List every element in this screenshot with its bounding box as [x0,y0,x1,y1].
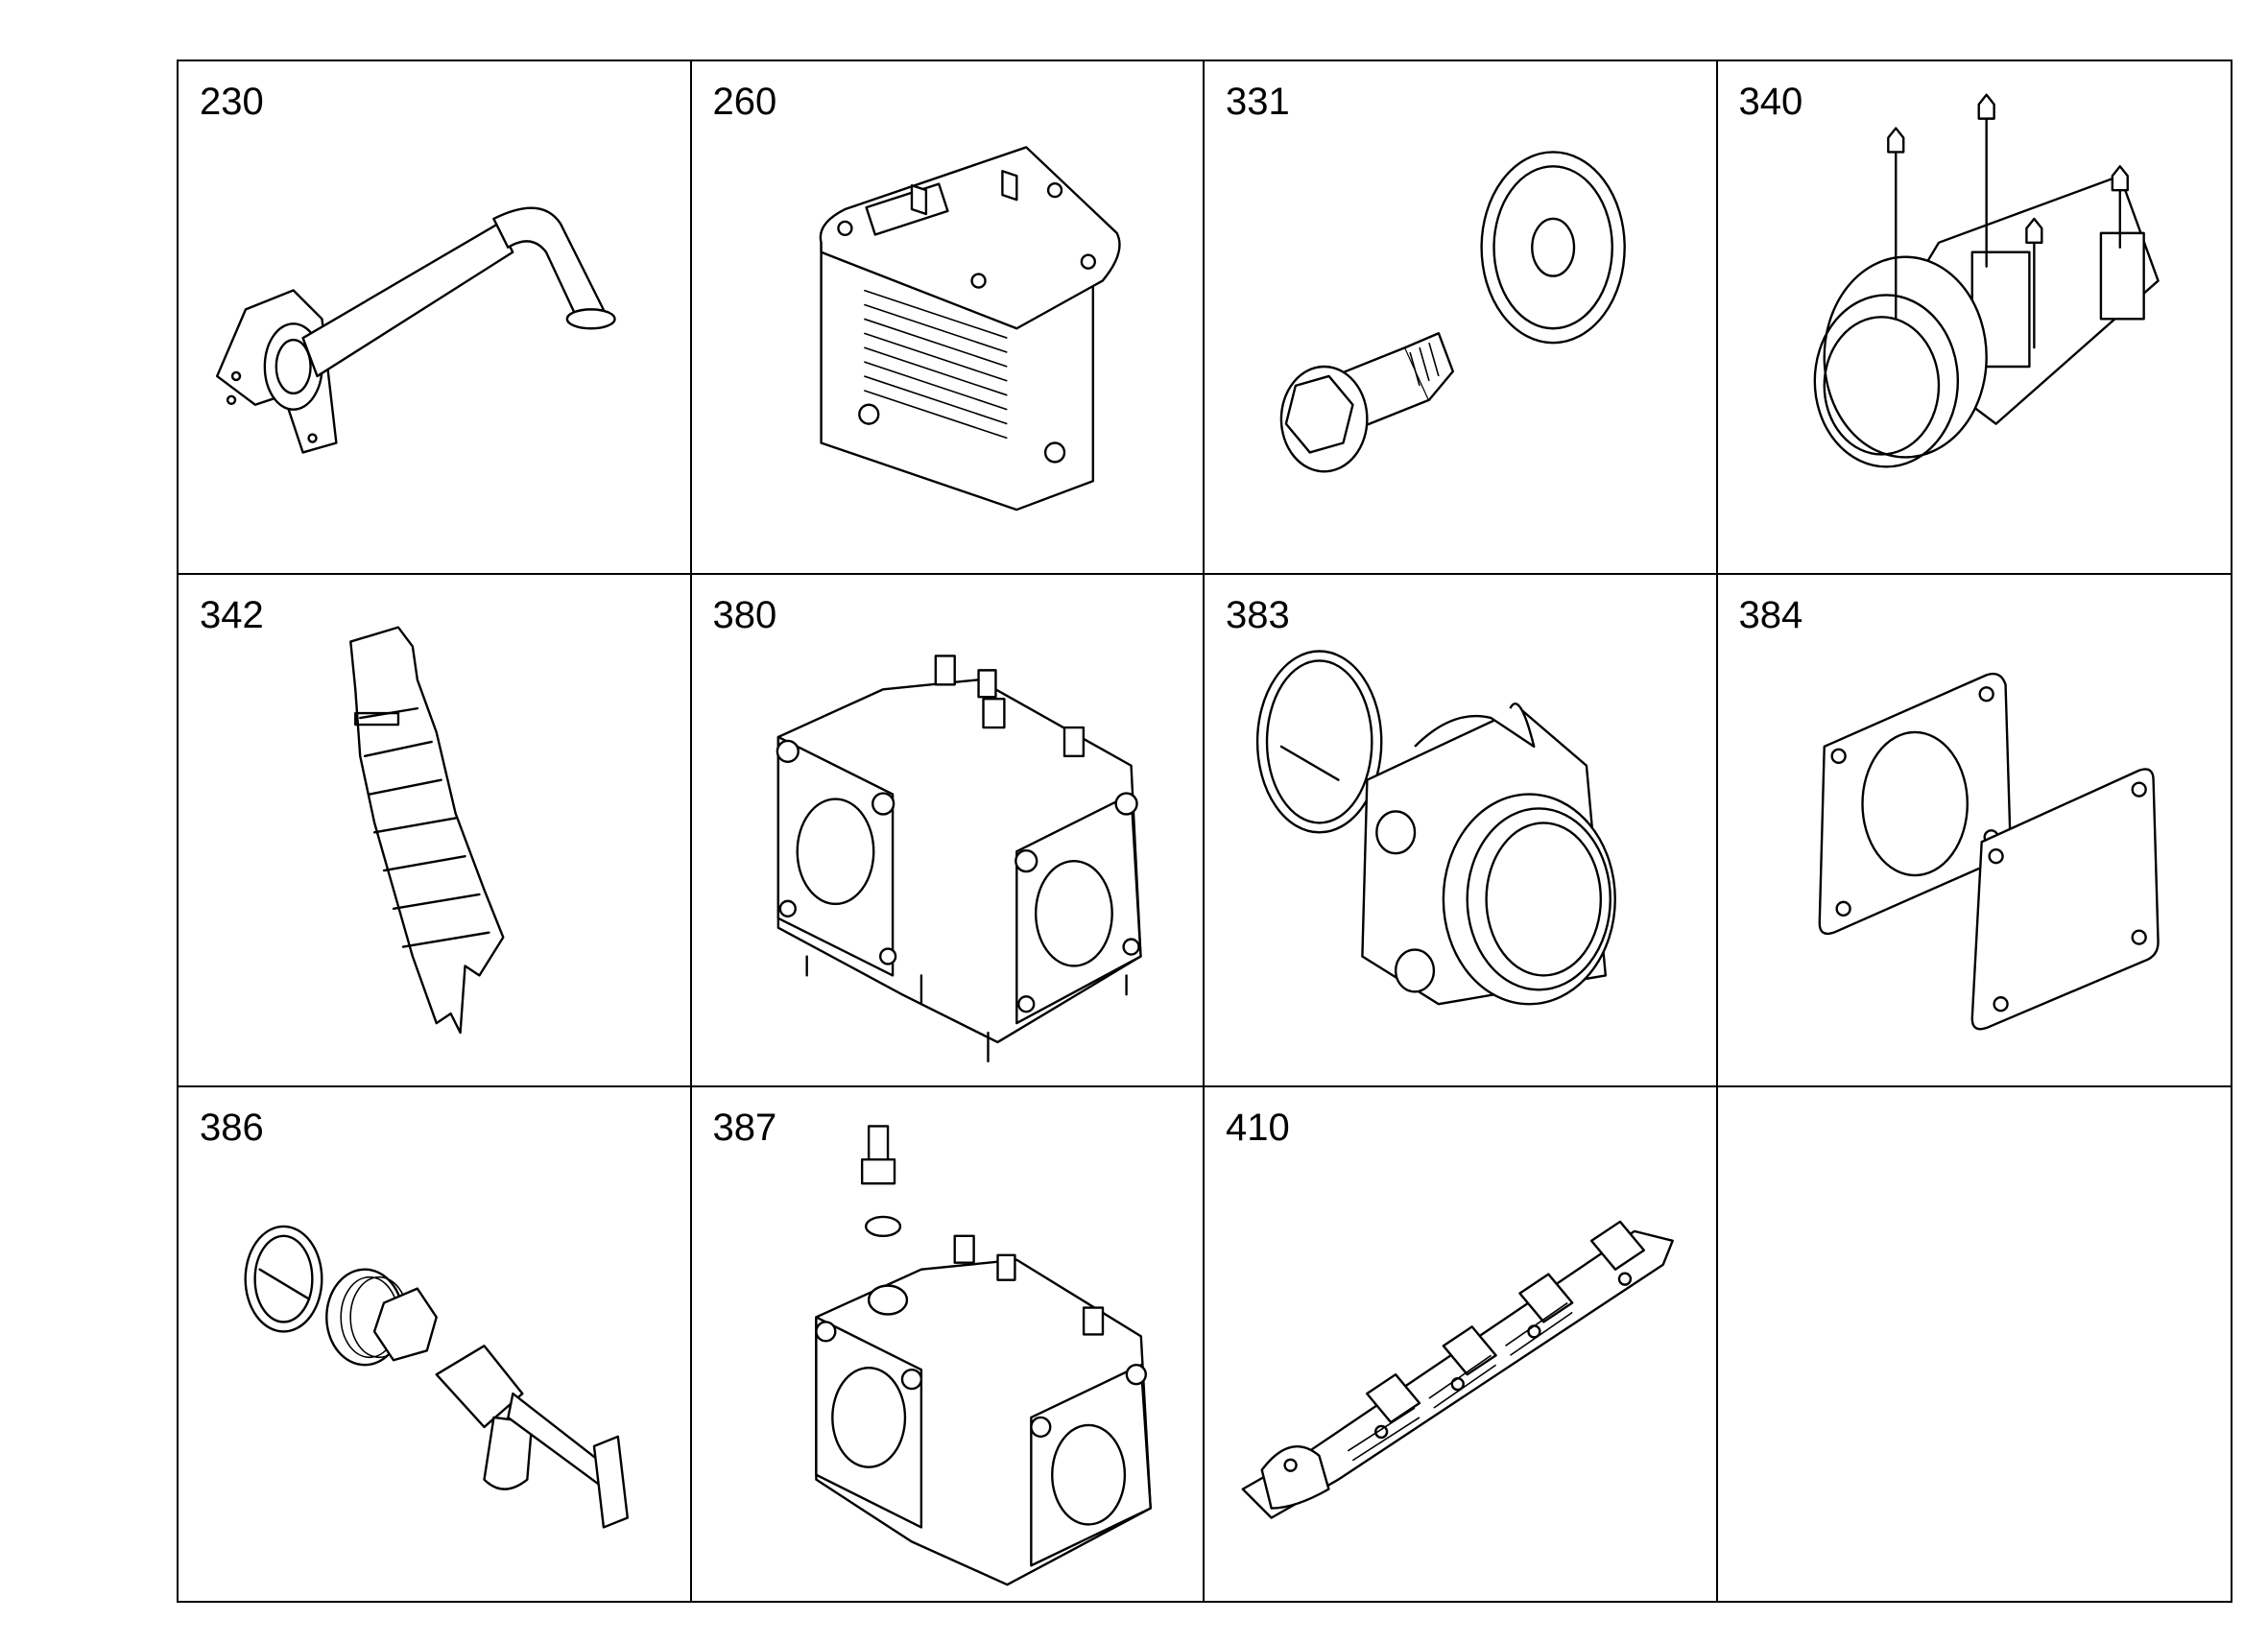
part-number: 260 [712,81,777,123]
elbow-connector-icon [1255,649,1616,1006]
heat-exchanger-icon [819,146,1121,512]
part-number: 380 [712,593,777,636]
part-cell-383[interactable]: 383 [1205,574,1718,1088]
part-cell-230[interactable]: 230 [179,61,692,575]
part-cell-410[interactable]: 410 [1205,1087,1718,1601]
part-cell-260[interactable]: 260 [691,61,1205,575]
part-cell-386[interactable]: 386 [179,1087,692,1601]
exhaust-manifold-icon [1241,1221,1674,1520]
compressor-icon [1813,93,2160,468]
housing-with-fitting-icon [814,1125,1152,1586]
exhaust-pipe-icon [215,206,616,454]
part-number: 410 [1226,1107,1290,1150]
bolt-and-washer-icon [1279,151,1626,473]
part-number: 340 [1738,81,1803,123]
part-cell-387[interactable]: 387 [692,1087,1205,1601]
part-cell-340[interactable]: 340 [1717,61,2231,575]
drain-valve-icon [244,1226,629,1529]
part-number: 386 [200,1107,264,1150]
part-number: 342 [200,593,264,636]
part-cell-empty [1718,1087,2232,1601]
part-number: 383 [1226,593,1290,636]
gasket-plates-icon [1818,672,2160,1031]
part-cell-384[interactable]: 384 [1717,575,2231,1088]
part-number: 384 [1738,593,1803,636]
part-cell-380[interactable]: 380 [691,574,1205,1088]
part-cell-342[interactable]: 342 [179,574,692,1088]
part-cell-331[interactable]: 331 [1205,61,1718,575]
parts-grid: 230 260 [177,60,2232,1603]
bracket-icon [349,626,505,1034]
housing-icon [776,654,1142,1062]
part-number: 387 [712,1107,777,1150]
part-number: 230 [200,81,264,123]
part-number: 331 [1226,81,1290,123]
